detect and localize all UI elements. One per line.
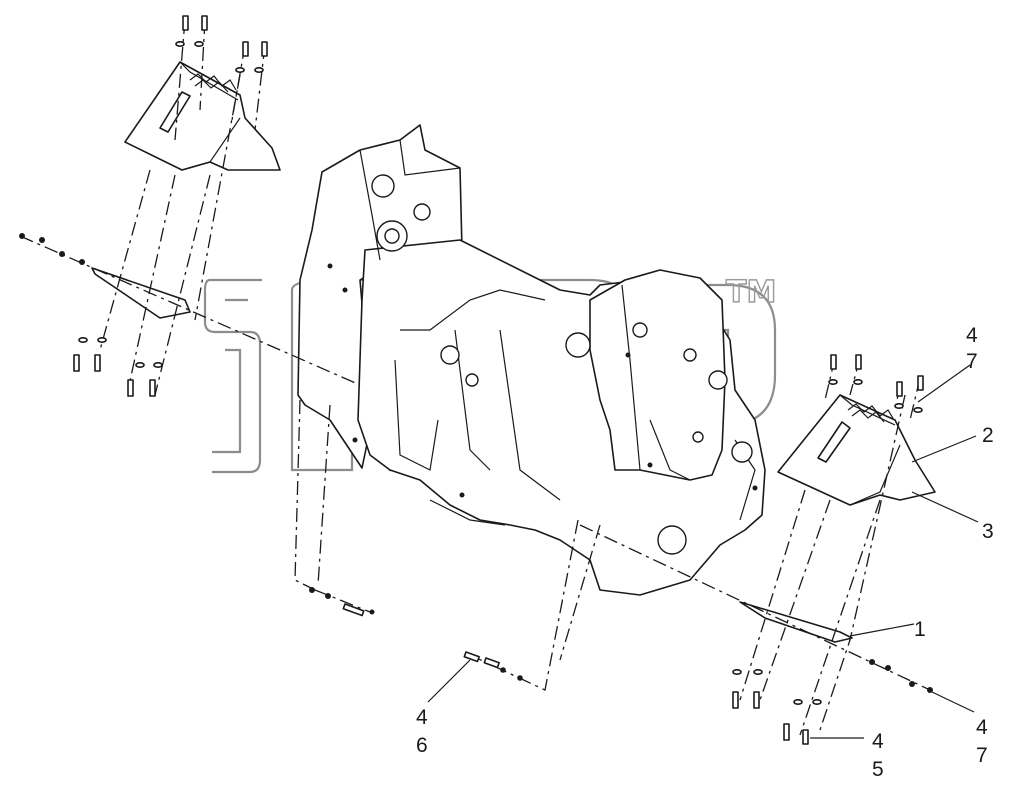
bolt-set-bottom-right (732, 668, 822, 745)
leader-lines (427, 364, 979, 739)
frame-right-plate (589, 269, 726, 481)
upper-left-guard (91, 61, 281, 319)
callout-1: 1 (914, 618, 926, 641)
callout-6-bottom-left: 6 (416, 734, 428, 757)
guard-plate-lower-right (777, 394, 936, 506)
guard-slot-upper-left (159, 91, 191, 133)
callout-4-bottom-right: 4 (976, 716, 988, 739)
hardware (19, 15, 933, 745)
lower-right-guard (739, 394, 936, 643)
assembly-centerlines (19, 19, 931, 736)
pivot-hole-center-b (465, 373, 479, 387)
nut-row-right (869, 659, 933, 693)
pivot-hole-right-a (565, 332, 591, 358)
callout-4-bottom-mid: 4 (872, 730, 884, 753)
callout-labels: 1 2 3 4 7 4 6 4 5 4 7 (416, 324, 994, 781)
bolt-set-top-left (175, 15, 268, 74)
callout-7-top-right: 7 (966, 350, 978, 373)
nut-row-left (19, 233, 85, 265)
pivot-hole-right-b (632, 322, 648, 338)
mount-strip-lower-right (739, 601, 853, 643)
bolt-set-top-right (828, 354, 924, 413)
pivot-hole-left-upper (371, 174, 395, 198)
callout-7-bottom-right: 7 (976, 744, 988, 767)
callout-2: 2 (982, 424, 994, 447)
callout-4-bottom-left: 4 (416, 706, 428, 729)
pivot-hole-right-f (657, 525, 687, 555)
pivot-hole-right-g (692, 431, 704, 443)
guard-slot-lower-right (817, 421, 851, 463)
bolt-set-bottom-center (463, 651, 523, 681)
pivot-hole-left-plate (413, 203, 431, 221)
pivot-hole-right-d (708, 370, 728, 390)
callout-3: 3 (982, 520, 994, 543)
pivot-hole-center-a (440, 345, 460, 365)
callout-4-top-right: 4 (966, 324, 978, 347)
pivot-hole-right-c (683, 348, 697, 362)
mount-strip-upper-left (91, 267, 191, 319)
bolt-set-left-bottom (73, 336, 163, 397)
pivot-hole-right-e (731, 441, 753, 463)
trademark-mark: TM (726, 275, 776, 310)
loader-frame (297, 124, 766, 596)
bolt-set-frame-lower-left (309, 587, 375, 617)
callout-5-bottom-mid: 5 (872, 758, 884, 781)
